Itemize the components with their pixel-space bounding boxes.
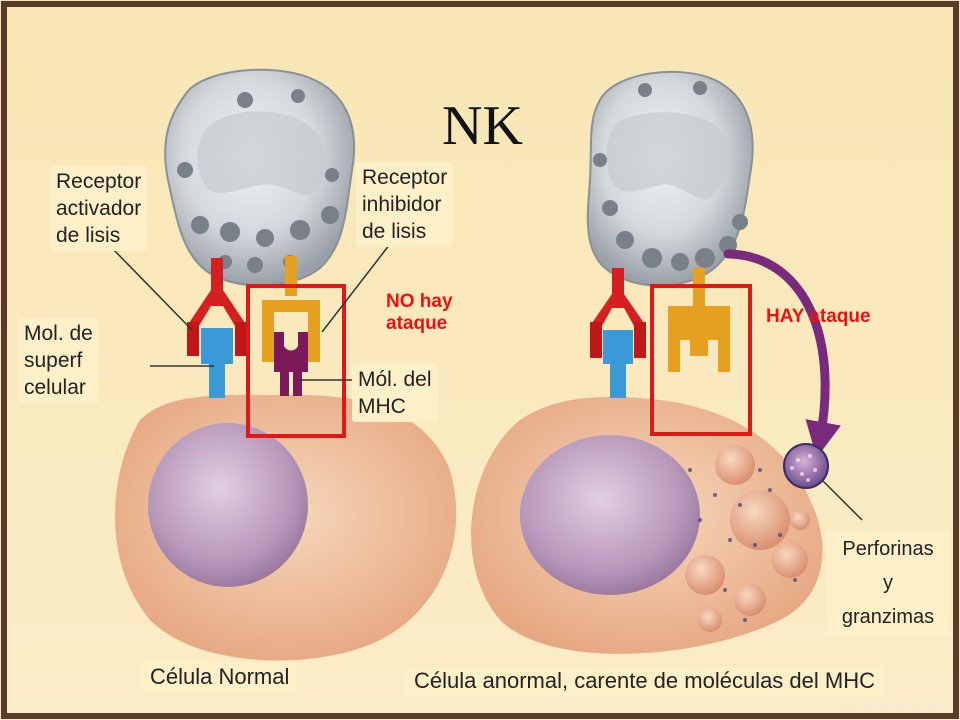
perforin-granule [783, 443, 829, 489]
label-attack: HAY ataque [766, 306, 871, 327]
mhc-molecule-left [274, 332, 308, 396]
attack-arrow [723, 249, 841, 458]
label-mhc-molecule: Mól. del MHC [352, 364, 438, 422]
caption-normal-cell: Célula Normal [142, 662, 298, 692]
nk-cell-right [586, 70, 754, 287]
credit-text: C. M Lützelschwab, 2006 [828, 701, 942, 713]
normal-cell-nucleus [148, 423, 308, 587]
normal-target-cell [115, 394, 457, 661]
leader-perforins [821, 479, 863, 521]
nk-cell-left [164, 68, 356, 287]
leader-inhibitory [321, 243, 391, 333]
leader-activating [111, 247, 193, 331]
label-surface-molecule: Mol. de superf celular [18, 318, 99, 403]
diagram-title: NK [442, 95, 523, 157]
label-activating-receptor: Receptor activador de lisis [50, 166, 148, 251]
activating-receptor-left [187, 258, 247, 356]
label-inhibitory-receptor: Receptor inhibidor de lisis [356, 162, 454, 247]
surface-molecule-right [603, 330, 633, 398]
surface-molecule-left [201, 328, 233, 398]
caption-abnormal-cell: Célula anormal, carente de moléculas del… [406, 666, 883, 696]
abnormal-cell-nucleus [520, 435, 700, 595]
label-no-attack: NO hay ataque [386, 291, 453, 334]
highlight-box-left [246, 284, 346, 438]
label-perforins: Perforinas y granzimas [826, 530, 950, 636]
activating-receptor-right [590, 268, 646, 358]
abnormal-target-cell [471, 396, 823, 654]
highlight-box-right [650, 284, 752, 436]
